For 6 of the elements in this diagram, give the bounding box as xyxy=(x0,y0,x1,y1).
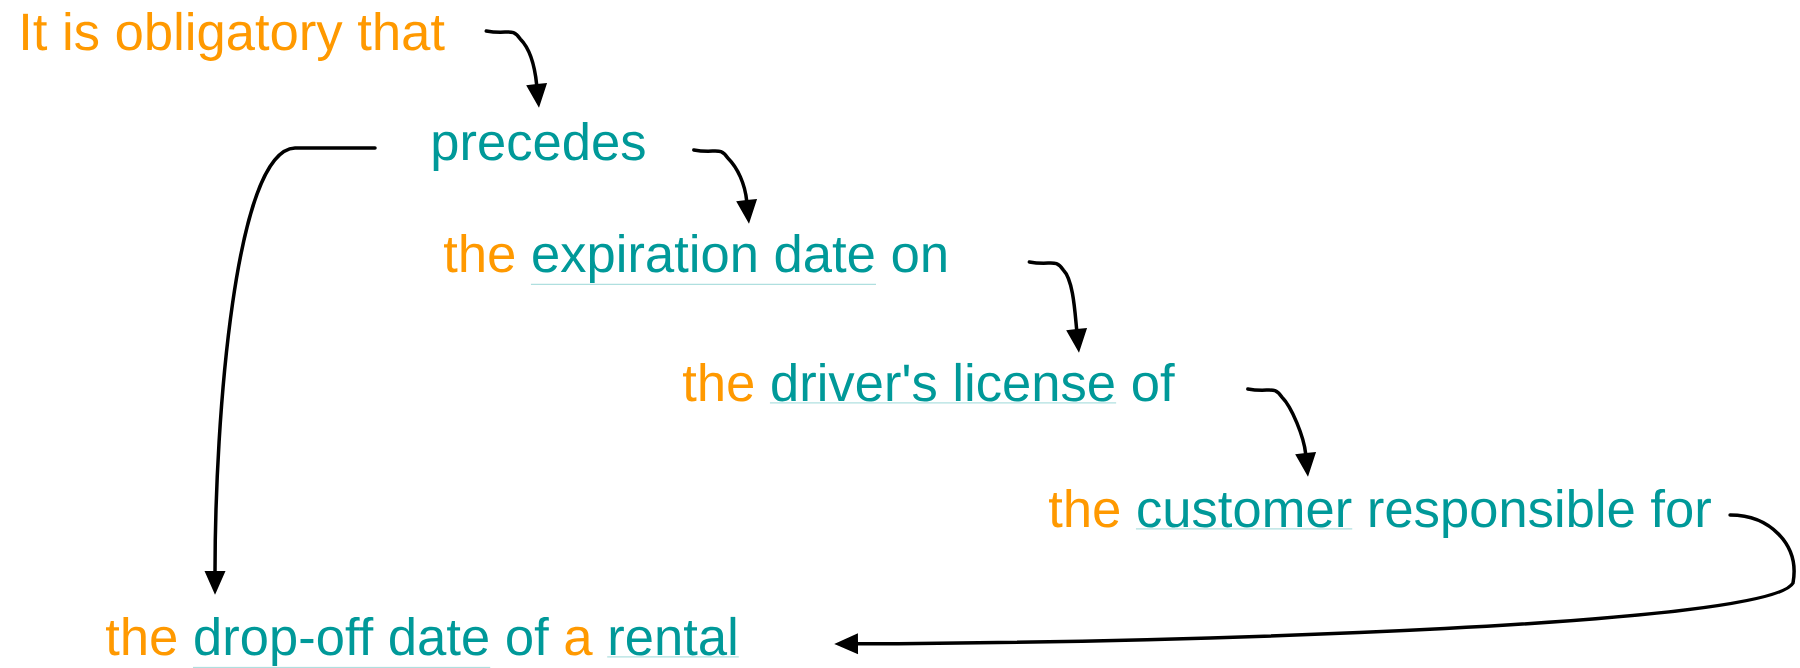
rule-phrase: the expiration date on xyxy=(444,233,946,285)
rule-phrase: the customer responsible for xyxy=(1049,488,1711,538)
rule-phrase: the driver's license of xyxy=(683,362,1175,404)
rule-phrase: precedes xyxy=(433,121,645,171)
rule-phrase: the drop-off date of a rental xyxy=(106,616,739,668)
rule-phrase: It is obligatory that xyxy=(23,11,445,61)
